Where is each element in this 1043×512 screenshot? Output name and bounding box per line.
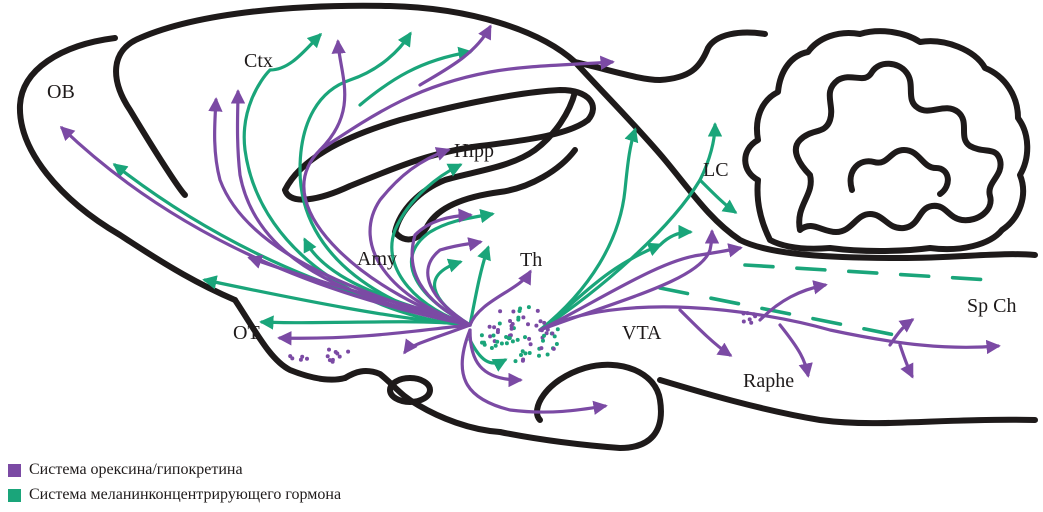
label-th: Th	[520, 249, 542, 271]
cell-dot	[746, 311, 750, 315]
mch-spinal-dashes-2	[660, 288, 900, 336]
cell-dot	[498, 322, 502, 326]
cell-dot	[539, 346, 543, 350]
cell-dot	[480, 333, 484, 337]
cell-dot	[529, 342, 533, 346]
cell-dot	[521, 315, 525, 319]
cell-dot	[546, 328, 550, 332]
label-raphe: Raphe	[743, 370, 794, 392]
label-hipp: Hipp	[454, 140, 494, 162]
cell-dot	[331, 358, 335, 362]
label-spch: Sp Ch	[967, 295, 1016, 317]
cell-dot	[488, 325, 492, 329]
cell-dot	[534, 324, 538, 328]
mch-arrow	[660, 232, 690, 245]
region-labels: OB Ctx Hipp LC Amy Th OT VTA Raphe Sp Ch	[47, 50, 1016, 392]
cell-dot	[742, 312, 746, 316]
label-ob: OB	[47, 81, 75, 103]
pons-outline	[500, 365, 661, 448]
cell-dot	[748, 317, 752, 321]
cell-dot	[518, 307, 522, 311]
cell-dot	[541, 339, 545, 343]
cell-dot	[526, 322, 530, 326]
mch-spinal-dashes	[745, 265, 990, 280]
cell-dot	[488, 334, 492, 338]
cell-dot	[552, 347, 556, 351]
cell-dot	[510, 327, 514, 331]
legend-swatch-mch	[8, 489, 21, 502]
legend-label-mch: Система меланинконцентрирующего гормона	[29, 486, 341, 504]
cell-dot	[528, 351, 532, 355]
cell-dot	[494, 344, 498, 348]
cell-dot	[753, 314, 757, 318]
brainstem-ventral-outline	[660, 380, 1035, 423]
cell-dot	[527, 337, 531, 341]
cell-dot	[521, 359, 525, 363]
cell-dot	[508, 319, 512, 323]
cell-dot	[504, 335, 508, 339]
cell-dot	[542, 334, 546, 338]
cell-dot	[492, 334, 496, 338]
legend-label-orexin: Система орексина/гипокретина	[29, 461, 243, 479]
cell-dot	[508, 336, 512, 340]
label-lc: LC	[703, 159, 729, 181]
cell-dot	[540, 328, 544, 332]
cell-dot	[556, 327, 560, 331]
cell-dot	[505, 341, 509, 345]
label-ot: OT	[233, 322, 260, 344]
orexin-arrow	[900, 345, 912, 376]
mch-arrow	[360, 52, 470, 105]
cell-dot	[742, 320, 746, 324]
label-vta: VTA	[622, 322, 662, 344]
cell-dot	[511, 322, 515, 326]
cell-dot	[521, 349, 525, 353]
cell-dot	[523, 335, 527, 339]
cell-dot	[539, 319, 543, 323]
cell-dot	[516, 316, 520, 320]
cell-dot	[305, 357, 309, 361]
cell-dot	[546, 353, 550, 357]
orexin-arrow	[760, 285, 825, 320]
cell-dot	[492, 325, 496, 329]
cell-dot	[555, 342, 559, 346]
legend-item-mch: Система меланинконцентрирующего гормона	[8, 486, 341, 504]
cerebellum-inner-fold	[851, 150, 948, 194]
cell-dot	[300, 355, 304, 359]
cell-dot	[511, 339, 515, 343]
orexin-arrow	[780, 325, 808, 375]
legend-swatch-orexin	[8, 464, 21, 477]
cell-dot	[519, 353, 523, 357]
cell-body-dots	[288, 305, 757, 364]
olfactory-bulb-outline	[20, 38, 235, 300]
cell-dot	[495, 340, 499, 344]
cell-dot	[514, 359, 518, 363]
cell-dot	[483, 343, 487, 347]
cell-dot	[537, 354, 541, 358]
cell-dot	[516, 338, 520, 342]
cell-dot	[749, 321, 753, 325]
label-amy: Amy	[357, 248, 397, 270]
cell-dot	[490, 346, 494, 350]
cell-dot	[542, 321, 546, 325]
cell-dot	[335, 352, 339, 356]
brain-outline	[20, 6, 1035, 448]
cell-dot	[536, 309, 540, 313]
cell-dot	[527, 305, 531, 309]
cell-dot	[550, 332, 554, 336]
cell-dot	[327, 348, 331, 352]
cerebellum-folia	[796, 64, 1001, 232]
cell-dot	[511, 310, 515, 314]
cell-dot	[498, 309, 502, 313]
orexin-arrow	[680, 310, 730, 355]
cortex-to-brainstem-outline	[575, 33, 765, 80]
cell-dot	[346, 350, 350, 354]
cell-dot	[496, 330, 500, 334]
legend-item-orexin: Система орексина/гипокретина	[8, 461, 243, 479]
cell-dot	[288, 354, 292, 358]
cell-dot	[326, 354, 330, 358]
cell-dot	[500, 342, 504, 346]
label-ctx: Ctx	[244, 50, 273, 72]
